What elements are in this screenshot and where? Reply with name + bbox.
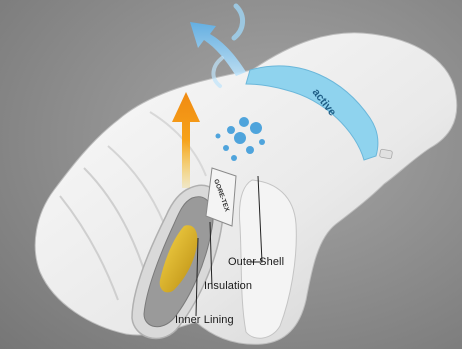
vapor-wisp bbox=[234, 6, 243, 38]
label-inner-lining: Inner Lining bbox=[175, 314, 234, 326]
label-insulation: Insulation bbox=[204, 280, 252, 292]
cuff-tab bbox=[379, 149, 392, 159]
vapor-arrow bbox=[190, 22, 246, 76]
label-outer-shell: Outer Shell bbox=[228, 256, 284, 268]
